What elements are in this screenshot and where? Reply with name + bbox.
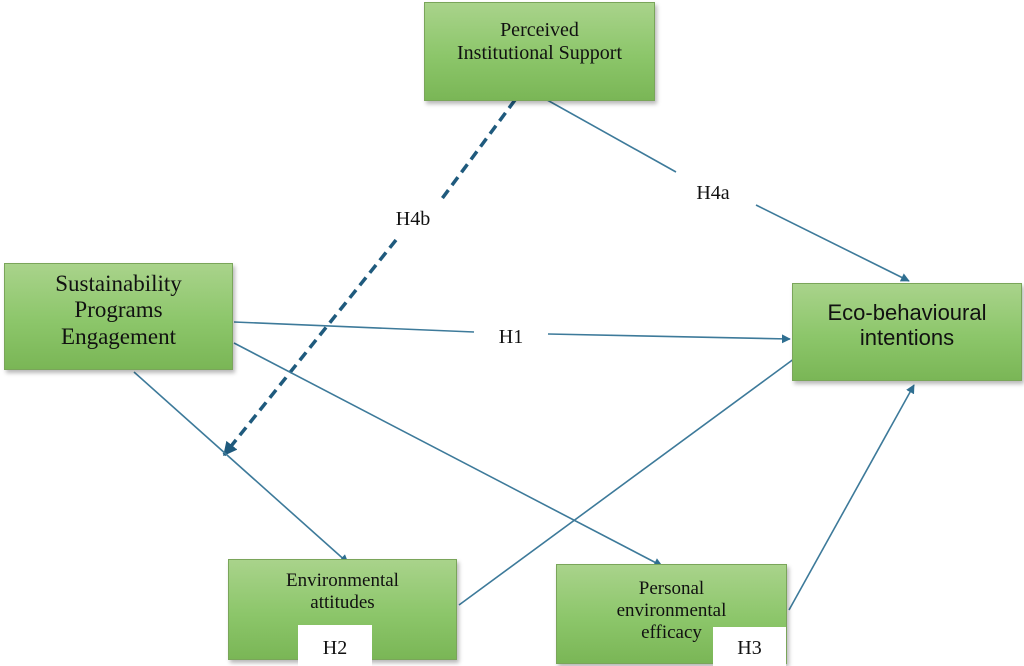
node-personal-environmental-efficacy: Personal environmental efficacy <box>556 564 787 664</box>
node-sustainability-programs-engagement: Sustainability Programs Engagement <box>4 263 233 370</box>
h4a-arrow-lower <box>755 204 910 282</box>
efficacy-to-intentions-arrow <box>788 384 915 611</box>
h2-arrow <box>133 371 349 564</box>
h4b-arrow-upper <box>439 98 517 202</box>
hypothesis-label-h4b: H4b <box>384 206 442 234</box>
h4b-arrow-lower <box>222 238 398 457</box>
node-perceived-institutional-support: Perceived Institutional Support <box>424 2 655 101</box>
attitudes-to-intentions-arrow <box>458 349 807 606</box>
hypothesis-label-h1: H1 <box>478 322 544 352</box>
hypothesis-label-h3: H3 <box>713 627 786 666</box>
hypothesis-label-h4a: H4a <box>680 178 746 208</box>
h4a-arrow-upper <box>539 95 677 173</box>
node-label: Perceived Institutional Support <box>457 18 622 64</box>
node-eco-behavioural-intentions: Eco-behavioural intentions <box>792 283 1022 381</box>
node-label: Eco-behavioural intentions <box>827 299 987 350</box>
node-label: Sustainability Programs Engagement <box>55 270 182 349</box>
h1-arrow-left <box>233 321 475 333</box>
node-label: Personal environmental efficacy <box>616 578 727 643</box>
node-label: Environmental attitudes <box>286 569 399 613</box>
h1-arrow-right <box>547 333 791 344</box>
hypothesis-label-h2: H2 <box>298 625 372 666</box>
h3-arrow <box>233 342 663 567</box>
